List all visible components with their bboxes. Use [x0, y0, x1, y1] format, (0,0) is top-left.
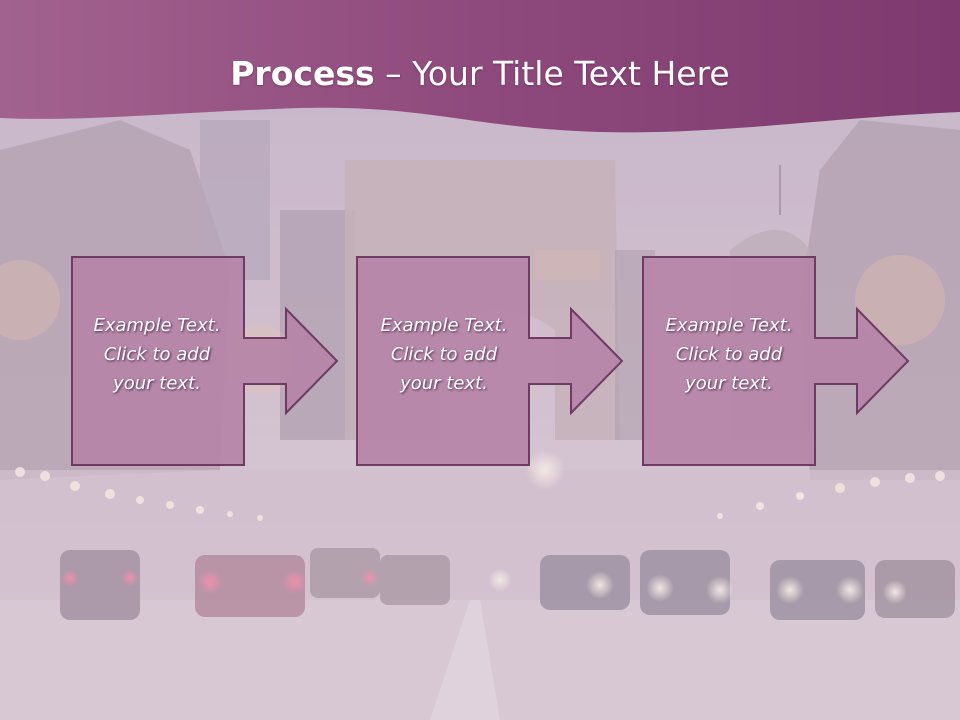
title-rest: – Your Title Text Here: [374, 54, 730, 93]
step-line: Example Text.: [93, 315, 221, 336]
step-line: Example Text.: [665, 315, 793, 336]
header-band: [0, 0, 960, 133]
step-line: Click to add: [675, 344, 783, 365]
title-bold: Process: [230, 54, 375, 93]
slide-title: Process – Your Title Text Here: [0, 52, 960, 96]
step-line: Example Text.: [380, 315, 508, 336]
step-line: your text.: [400, 373, 488, 394]
process-step-1-text[interactable]: Example Text. Click to add your text.: [72, 311, 242, 398]
trees-right: [800, 120, 960, 480]
process-step-shape-3: [642, 256, 910, 466]
process-step-shape-1: [71, 256, 339, 466]
step-line: Click to add: [390, 344, 498, 365]
traffic: [60, 450, 955, 620]
step-line: your text.: [113, 373, 201, 394]
process-step-2-text[interactable]: Example Text. Click to add your text.: [359, 311, 529, 398]
street-lamps: [15, 467, 945, 521]
process-step-shape-2: [356, 256, 624, 466]
process-step-3-text[interactable]: Example Text. Click to add your text.: [644, 311, 814, 398]
step-line: your text.: [685, 373, 773, 394]
step-line: Click to add: [103, 344, 211, 365]
process-shapes: [71, 256, 910, 466]
